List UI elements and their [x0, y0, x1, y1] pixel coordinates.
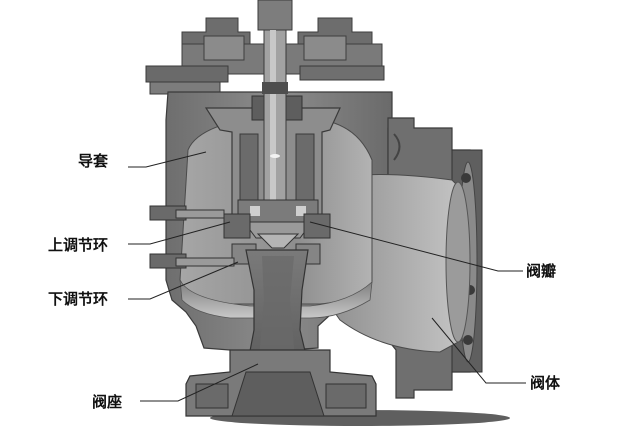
label-valve-disc: 阀瓣 [526, 262, 557, 280]
valve-stem [257, 0, 293, 211]
label-valve-seat: 阀座 [92, 393, 123, 411]
valve-disc-assembly [237, 199, 319, 249]
leader-lines [128, 151, 526, 402]
leader-upper-adjusting-ring [128, 221, 231, 245]
label-valve-body: 阀体 [530, 374, 561, 392]
label-guide-sleeve: 导套 [78, 152, 109, 170]
leader-valve-body [431, 317, 526, 384]
upper-adjusting-ring [223, 213, 331, 239]
leader-valve-disc [309, 221, 523, 272]
label-lower-adjusting-ring: 下调节环 [48, 290, 109, 308]
label-upper-adjusting-ring: 上调节环 [48, 236, 109, 254]
bonnet [145, 17, 385, 95]
leader-guide-sleeve [128, 151, 207, 168]
leader-lower-adjusting-ring [128, 261, 239, 300]
adjusting-screws [149, 205, 235, 269]
inlet-flange [185, 349, 377, 417]
lower-bowl [179, 279, 373, 319]
leader-valve-seat [140, 363, 259, 402]
